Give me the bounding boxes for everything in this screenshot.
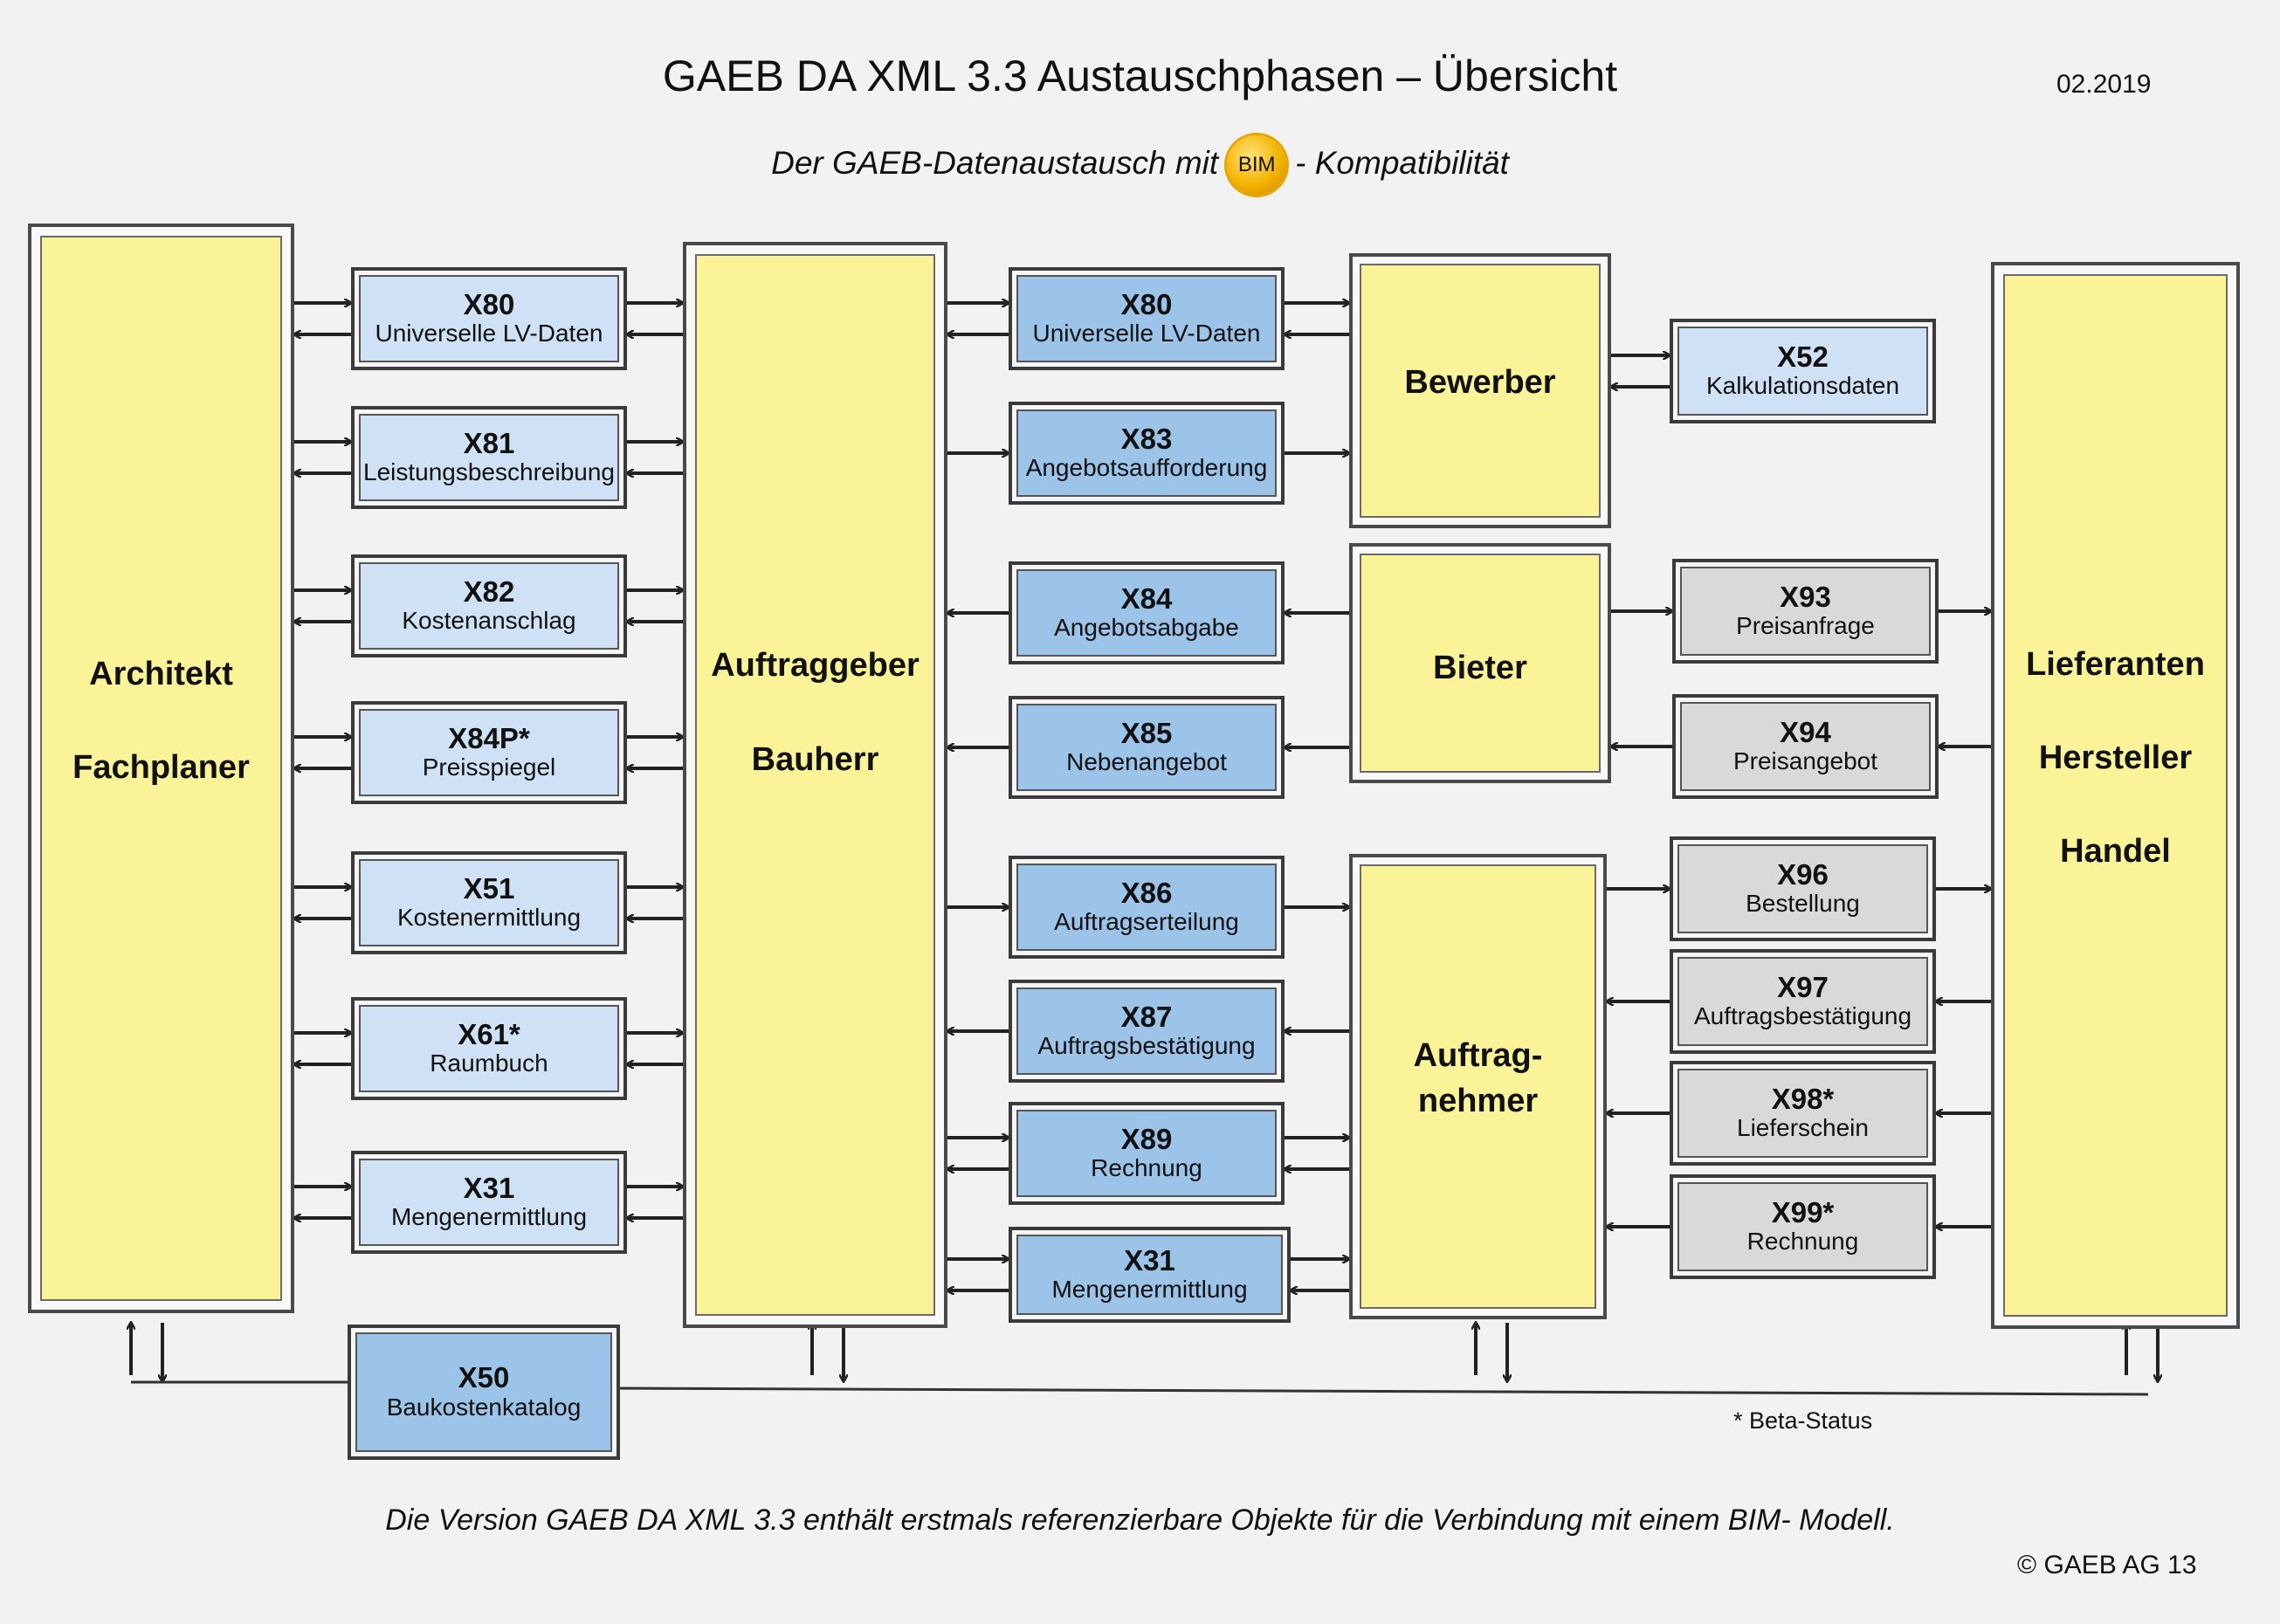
phase-box-left: X51 Kostenermittlung [351,851,627,954]
phase-label: Angebotsaufforderung [1025,454,1268,482]
phase-code: X98* [1771,1082,1835,1115]
phase-label: Raumbuch [430,1049,548,1077]
actor-label: Fachplaner [72,749,250,786]
phase-code: X86 [1120,876,1173,909]
phase-code: X85 [1120,716,1173,749]
phase-label: Baukostenkatalog [386,1393,582,1421]
copyright: © GAEB AG 13 [2017,1551,2197,1579]
actor-label: nehmer [1417,1083,1539,1119]
phase-label: Universelle LV-Daten [1032,320,1261,348]
phase-code: X84P* [448,721,530,754]
actor-label: Auftrag- [1413,1037,1543,1074]
date-label: 02.2019 [2056,70,2152,99]
phase-label: Preisanfrage [1736,612,1875,640]
actor-label: Bieter [1433,650,1527,686]
actor-label: Architekt [89,656,233,692]
phase-label: Universelle LV-Daten [375,320,603,348]
phase-code: X97 [1777,970,1829,1003]
actor-architekt: Architekt Fachplaner [28,224,294,1313]
phase-box-left: X84P* Preisspiegel [351,701,627,804]
phase-label: Bestellung [1746,890,1860,918]
phase-code: X80 [1120,287,1173,320]
phase-code: X81 [463,426,515,459]
phase-code: X31 [463,1171,515,1204]
actor-lieferanten: Lieferanten Hersteller Handel [1991,262,2240,1329]
phase-label: Kalkulationsdaten [1705,372,1900,400]
actor-label: Bewerber [1404,364,1556,401]
phase-label: Mengenermittlung [390,1203,588,1231]
phase-code: X84 [1120,581,1173,615]
phase-code: X51 [463,871,515,905]
phase-label: Nebenangebot [1066,748,1227,776]
phase-box-middle: X83 Angebotsaufforderung [1009,402,1285,505]
phase-box-middle: X85 Nebenangebot [1009,696,1285,799]
phase-box-middle: X84 Angebotsabgabe [1009,561,1285,664]
phase-code: X31 [1124,1243,1175,1276]
phase-box-right: X52 Kalkulationsdaten [1670,319,1936,423]
phase-code: X80 [463,287,515,320]
actor-auftraggeber: Auftraggeber Bauherr [683,242,947,1328]
phase-label: Rechnung [1091,1154,1202,1182]
actor-label: Hersteller [2038,740,2193,776]
phase-code: X61* [458,1017,520,1050]
phase-code: X94 [1780,715,1831,748]
phase-box-left: X81 Leistungsbeschreibung [351,406,627,509]
diagram-title: GAEB DA XML 3.3 Austauschphasen – Übersi… [662,52,1618,100]
phase-code: X93 [1780,580,1831,613]
phase-label: Leistungsbeschreibung [363,458,615,486]
phase-label: Auftragsbestätigung [1037,1032,1256,1060]
phase-box-middle: X87 Auftragsbestätigung [1009,980,1285,1083]
phase-code: X99* [1771,1195,1835,1228]
phase-code: X96 [1777,857,1829,891]
bottom-connector-line [131,1380,2149,1396]
phase-code: X83 [1120,422,1173,455]
phase-box-middle: X80 Universelle LV-Daten [1009,267,1285,370]
phase-code: X87 [1120,1000,1173,1033]
phase-label: Preisspiegel [422,754,556,781]
phase-box-right: X93 Preisanfrage [1672,559,1939,664]
catalog-box: X50 Baukostenkatalog [348,1325,620,1460]
phase-label: Preisangebot [1732,747,1877,775]
phase-box-left: X82 Kostenanschlag [351,554,627,657]
phase-label: Mengenermittlung [1051,1276,1248,1304]
phase-code: X82 [463,575,515,608]
phase-box-left: X61* Raumbuch [351,997,627,1100]
beta-note: * Beta-Status [1733,1407,1873,1434]
phase-box-right: X99* Rechnung [1670,1174,1936,1279]
phase-box-right: X94 Preisangebot [1672,694,1939,799]
phase-label: Lieferschein [1737,1114,1869,1142]
phase-label: Angebotsabgabe [1054,614,1239,642]
phase-code: X52 [1777,340,1829,373]
footnote: Die Version GAEB DA XML 3.3 enthält erst… [385,1504,1895,1537]
phase-box-left: X31 Mengenermittlung [351,1151,627,1254]
actor-label: Auftraggeber [711,647,920,684]
subtitle-text-end: - Kompatibilität [1295,144,1509,181]
phase-box-middle: X31 Mengenermittlung [1009,1227,1291,1323]
actor-label: Handel [2060,833,2171,870]
phase-label: Auftragsbestätigung [1693,1002,1912,1030]
actor-label: Lieferanten [2026,646,2205,683]
phase-code: X50 [458,1361,510,1394]
phase-box-right: X96 Bestellung [1670,836,1936,941]
phase-label: Rechnung [1746,1228,1859,1256]
phase-box-middle: X89 Rechnung [1009,1102,1285,1205]
phase-label: Kostenermittlung [396,904,582,932]
actor-bewerber: Bewerber [1349,253,1611,528]
actor-label: Bauherr [751,741,879,778]
phase-label: Kostenanschlag [402,607,576,635]
actor-auftragnehmer: Auftrag- nehmer [1349,854,1607,1319]
phase-box-middle: X86 Auftragserteilung [1009,856,1285,959]
phase-code: X89 [1120,1122,1173,1155]
bim-badge-icon: BIM [1227,135,1287,195]
subtitle-text-start: Der GAEB-Datenaustausch mit [771,144,1219,181]
phase-box-left: X80 Universelle LV-Daten [351,267,627,370]
phase-label: Auftragserteilung [1054,908,1239,936]
actor-bieter: Bieter [1349,543,1611,783]
phase-box-right: X98* Lieferschein [1670,1061,1936,1166]
phase-box-right: X97 Auftragsbestätigung [1670,949,1936,1054]
